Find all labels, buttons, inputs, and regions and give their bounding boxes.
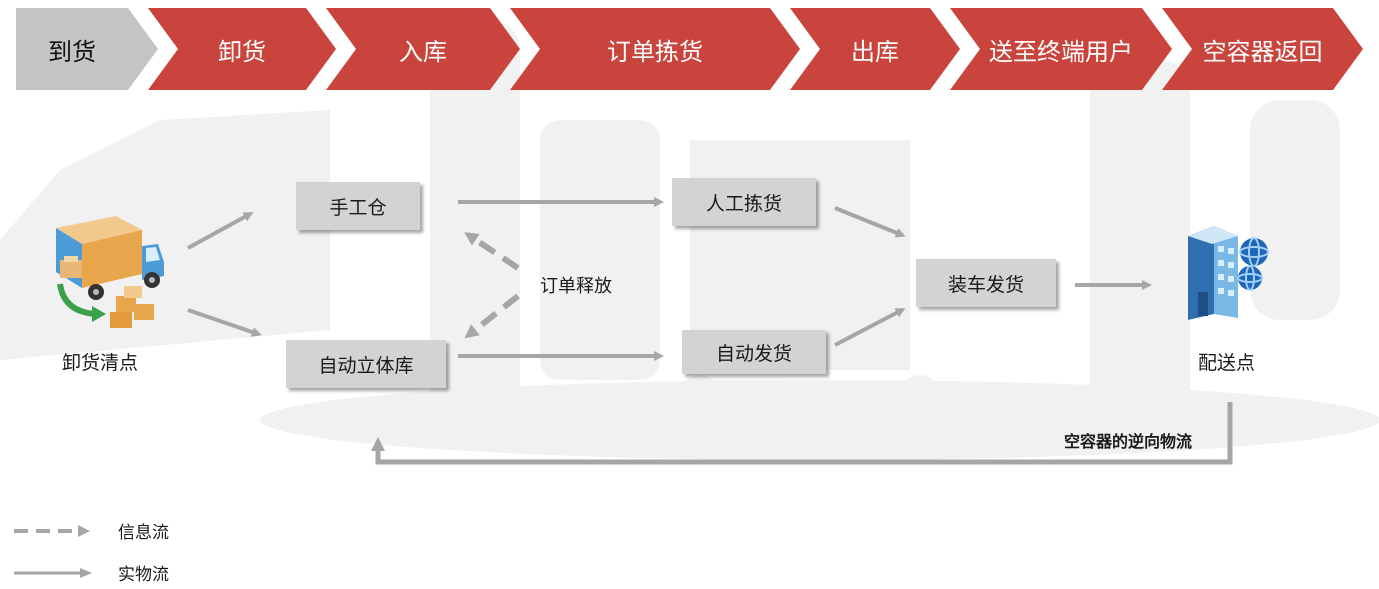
- legend-info-flow-label: 信息流: [118, 523, 169, 543]
- loading-label: 装车发货: [947, 273, 1024, 296]
- step-deliver-end-user: 送至终端用户: [950, 8, 1172, 90]
- step-inbound: 入库: [326, 8, 520, 90]
- step-arrive: 到货: [16, 8, 158, 90]
- manual-warehouse-label: 手工仓: [329, 196, 387, 219]
- delivery-point-label: 配送点: [1198, 352, 1256, 374]
- reverse-flow-label: 空容器的逆向物流: [1064, 432, 1193, 451]
- auto-shipping-label: 自动发货: [715, 342, 792, 365]
- building-network-icon: [1180, 222, 1272, 322]
- step-unload: 卸货: [148, 8, 336, 90]
- auto-warehouse-label: 自动立体库: [318, 354, 414, 377]
- loading-box: 装车发货: [916, 259, 1056, 307]
- manual-warehouse-box: 手工仓: [296, 182, 420, 230]
- legend-physical-flow-label: 实物流: [118, 565, 169, 585]
- auto-warehouse-box: 自动立体库: [286, 340, 446, 388]
- step-outbound: 出库: [790, 8, 960, 90]
- order-release-label: 订单释放: [540, 276, 612, 297]
- manual-picking-box: 人工拣货: [672, 178, 816, 226]
- manual-picking-label: 人工拣货: [705, 192, 782, 215]
- step-order-picking: 订单拣货: [510, 8, 800, 90]
- truck-unloading-icon: [46, 208, 172, 334]
- step-container-return: 空容器返回: [1162, 8, 1363, 90]
- unloading-label: 卸货清点: [62, 352, 139, 374]
- auto-shipping-box: 自动发货: [682, 330, 826, 374]
